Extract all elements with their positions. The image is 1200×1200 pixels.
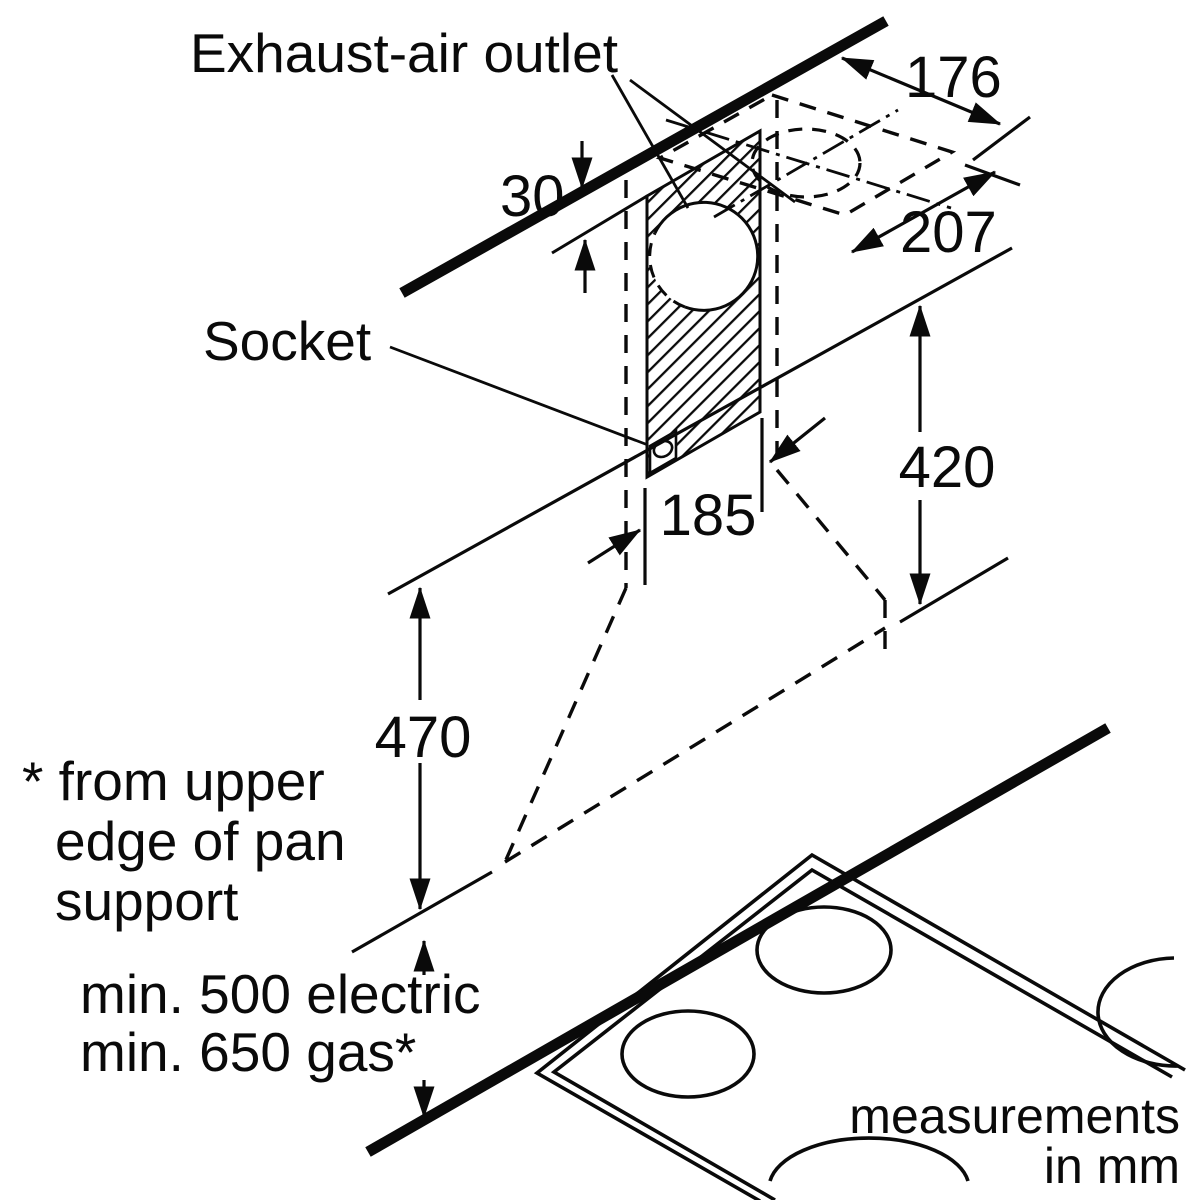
burner-ellipse (620, 1009, 756, 1099)
cooktop-wall-edge-line (365, 723, 1111, 1157)
footnote-line3: support (55, 870, 238, 932)
dim-176-line (840, 56, 1002, 126)
units-note: measurements in mm (849, 1088, 1180, 1194)
ceiling-outlet-ellipse (750, 127, 862, 199)
dimension-arrows (409, 56, 1031, 1119)
dim-207-line (850, 170, 997, 254)
min-clearance-line2: min. 650 gas* (80, 1021, 416, 1083)
burner-arc-bottom (768, 1136, 970, 1182)
hood-dashed-outline (503, 468, 887, 864)
units-note-line1: measurements (849, 1088, 1180, 1144)
wall-ceiling-edge-line (399, 16, 889, 298)
dim-176-value: 176 (905, 45, 1002, 110)
wall-outlet-hole (648, 200, 760, 312)
socket-label: Socket (203, 310, 371, 372)
dim-420-value: 420 (899, 435, 996, 500)
pan-support-tick-line (351, 870, 493, 954)
dim-207-value: 207 (900, 200, 997, 265)
cooktop (365, 723, 1186, 1200)
footnote-line1: * from upper (22, 750, 325, 812)
dim-207-tick (964, 163, 1021, 187)
exhaust-outlet-leader-wall (610, 74, 690, 209)
units-note-line2: in mm (1044, 1138, 1180, 1194)
burner-arc-right (1096, 956, 1179, 1068)
duct-top-reference-line (551, 194, 648, 255)
dim-30-value: 30 (500, 164, 565, 229)
socket-leader (389, 345, 649, 447)
ceiling-outlet-box (655, 93, 957, 219)
cooktop-inner-border (550, 867, 1173, 1200)
leader-lines (389, 74, 796, 447)
exhaust-air-outlet-label: Exhaust-air outlet (190, 22, 618, 84)
chimney-dashed-outline (624, 100, 779, 588)
dim-185-arrow-left (587, 528, 642, 565)
min-clearance-note: min. 500 electric min. 650 gas* (80, 963, 480, 1083)
dim-470-value: 470 (375, 705, 472, 770)
outlet-centerlines (665, 108, 952, 219)
min-clearance-line1: min. 500 electric (80, 963, 480, 1025)
hood-bottom-tick-line (899, 556, 1009, 624)
footnote-line2: edge of pan (55, 810, 346, 872)
exhaust-outlet-leader-ceiling (629, 78, 796, 204)
cooktop-outer-border (533, 852, 1186, 1200)
wall-lower-edge-line (387, 246, 1013, 596)
dim-185-arrow-right (769, 416, 826, 464)
burner-ellipse (755, 905, 893, 995)
dim-185-value: 185 (660, 483, 757, 548)
footnote-pan-support: * from upper edge of pan support (22, 750, 346, 932)
dim-176-tick (972, 115, 1031, 162)
